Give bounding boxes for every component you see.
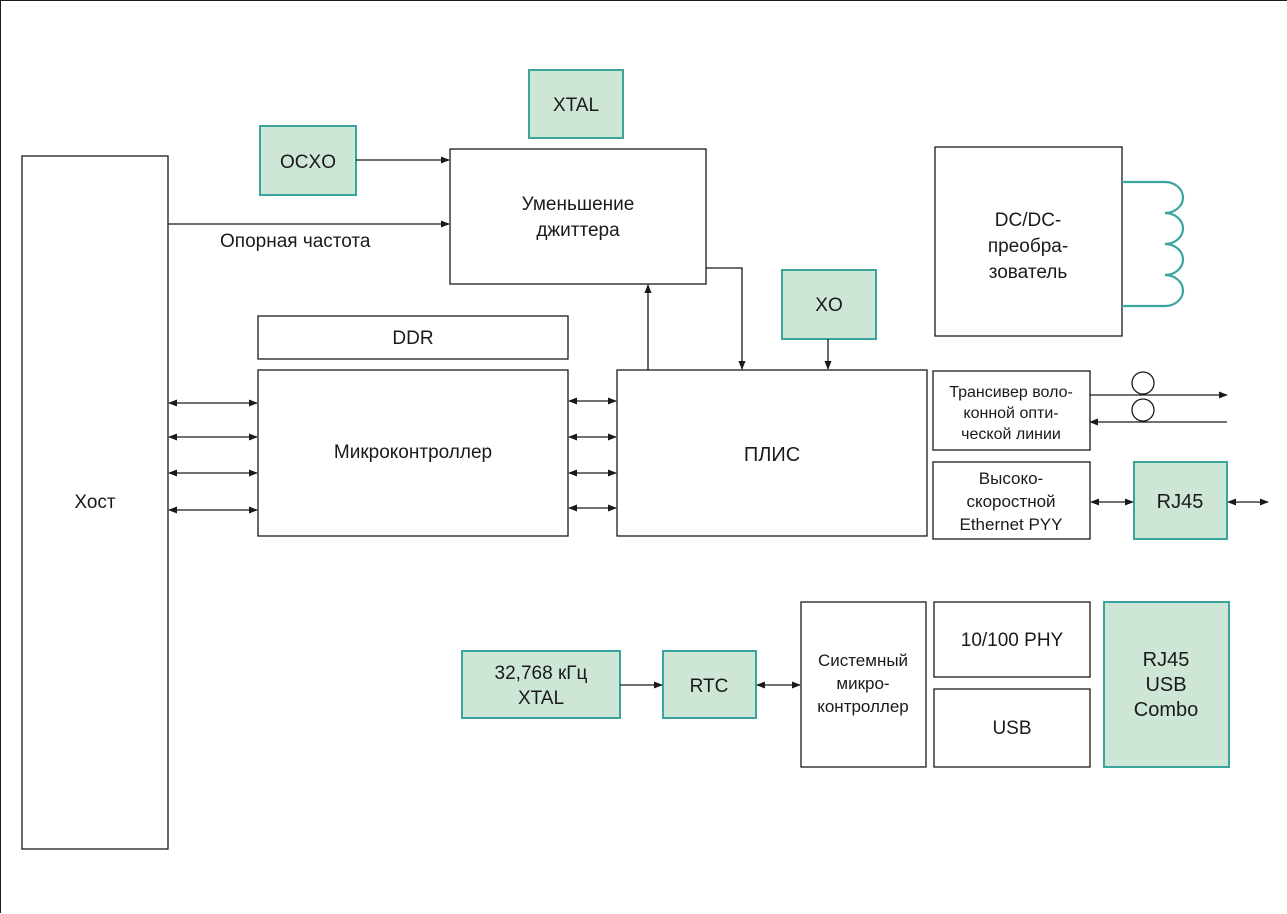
xtal-32khz-block: 32,768 кГц XTAL	[461, 650, 621, 719]
xtal32-label-line2: XTAL	[518, 688, 564, 709]
xtal-label: XTAL	[553, 95, 599, 116]
dcdc-converter-block: DC/DC- преобра- зователь	[934, 146, 1123, 337]
xtal32-label-line1: 32,768 кГц	[495, 663, 588, 684]
dcdc-label-line2: преобра-	[988, 236, 1068, 257]
phy100-label: 10/100 PHY	[961, 630, 1064, 651]
transceiver-label-line2: конной опти-	[963, 405, 1058, 422]
xtal-block: XTAL	[528, 69, 624, 139]
fpga-block: ПЛИС	[616, 369, 928, 537]
xo-label: XO	[815, 295, 842, 316]
jitter-to-fpga-arrow	[706, 267, 746, 370]
rtc-block: RTC	[662, 650, 757, 719]
eth-phy-label-line3: Ethernet PYY	[959, 515, 1062, 534]
sys-mcu-label-line2: микро-	[836, 674, 889, 693]
eth-phy-label-line2: скоростной	[966, 492, 1055, 511]
ddr-block: DDR	[257, 315, 569, 360]
fiber-rx-loop-icon	[1131, 398, 1155, 422]
rtc-label: RTC	[690, 676, 729, 697]
host-label: Хост	[74, 492, 116, 513]
dcdc-label-line1: DC/DC-	[995, 210, 1062, 231]
xo-block: XO	[781, 269, 877, 340]
transceiver-label-line1: Трансивер воло-	[949, 384, 1073, 401]
combo-label-line2: USB	[1145, 674, 1186, 696]
system-mcu-block: Системный микро- контроллер	[800, 601, 927, 768]
fpga-label: ПЛИС	[744, 444, 800, 466]
usb-block: USB	[933, 688, 1091, 768]
combo-label-line1: RJ45	[1143, 649, 1190, 671]
sys-mcu-label-line3: контроллер	[817, 697, 909, 716]
jitter-cleaner-block: Уменьшение джиттера	[449, 148, 707, 285]
sys-mcu-label-line1: Системный	[818, 651, 908, 670]
phy-10-100-block: 10/100 PHY	[933, 601, 1091, 678]
fiber-transceiver-block: Трансивер воло- конной опти- ческой лини…	[932, 370, 1091, 451]
transceiver-label-line3: ческой линии	[961, 426, 1061, 443]
host-block: Хост	[21, 155, 169, 850]
inductor-coil-icon	[1122, 180, 1185, 308]
microcontroller-label: Микроконтроллер	[334, 442, 492, 463]
ocxo-block: OCXO	[259, 125, 357, 196]
rj45-label: RJ45	[1157, 491, 1204, 513]
usb-label: USB	[992, 718, 1031, 739]
ethernet-phy-block: Высоко- скоростной Ethernet PYY	[932, 461, 1091, 540]
microcontroller-block: Микроконтроллер	[257, 369, 569, 537]
rj45-block: RJ45	[1133, 461, 1228, 540]
ddr-label: DDR	[392, 328, 433, 349]
rj45-usb-combo-block: RJ45 USB Combo	[1103, 601, 1230, 768]
dcdc-label-line3: зователь	[989, 262, 1068, 283]
fiber-tx-loop-icon	[1131, 371, 1155, 395]
reference-frequency-label: Опорная частота	[220, 231, 371, 252]
eth-phy-label-line1: Высоко-	[979, 469, 1043, 488]
jitter-label-line1: Уменьшение	[522, 194, 635, 215]
ocxo-label: OCXO	[280, 152, 336, 173]
combo-label-line3: Combo	[1134, 699, 1198, 721]
jitter-label-line2: джиттера	[536, 220, 620, 241]
